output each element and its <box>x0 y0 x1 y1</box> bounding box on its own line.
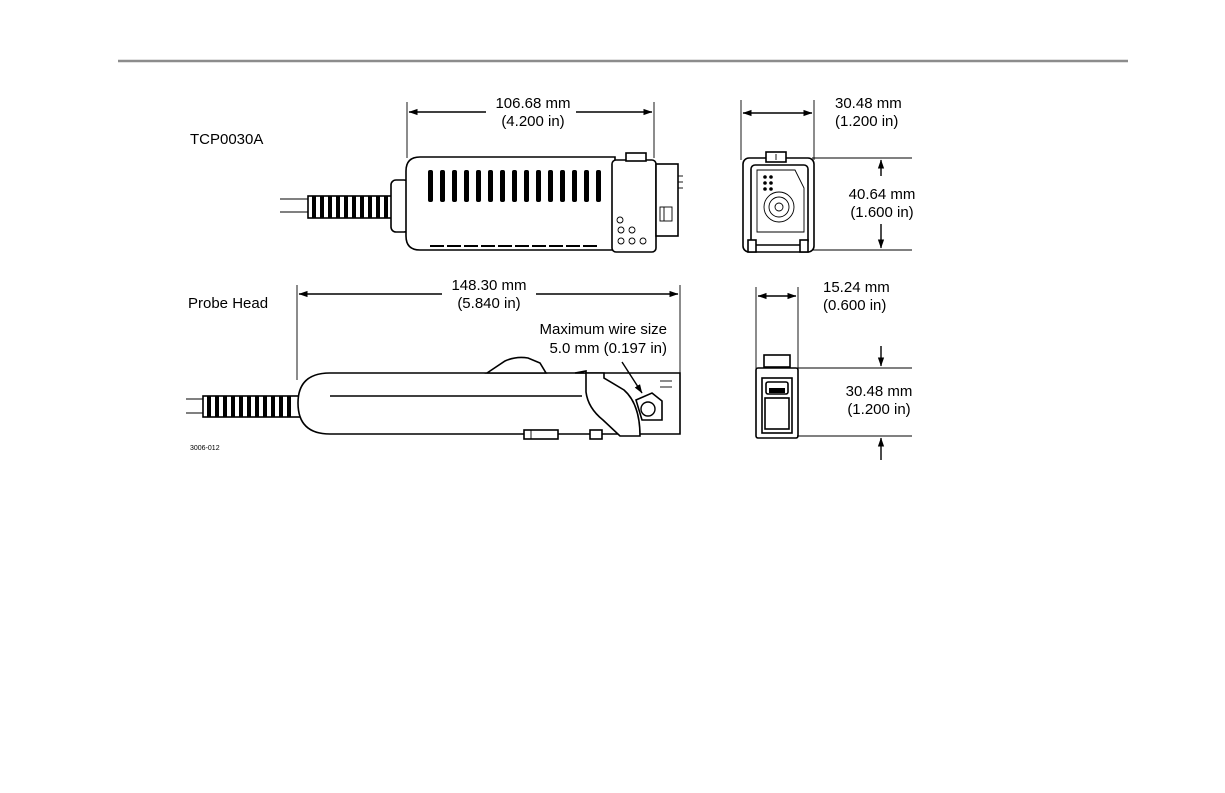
probe-head-side-view <box>186 357 680 439</box>
tcp-length-in: (4.200 in) <box>501 113 564 130</box>
tcp-model-label: TCP0030A <box>190 131 263 148</box>
tcp-width-dimension <box>741 100 814 160</box>
tcp-height-in: (1.600 in) <box>850 204 913 221</box>
max-wire-size-value: 5.0 mm (0.197 in) <box>549 340 667 357</box>
head-length-mm: 148.30 mm <box>451 277 526 294</box>
head-height-in: (1.200 in) <box>847 401 910 418</box>
probe-head-label: Probe Head <box>188 295 268 312</box>
head-length-in: (5.840 in) <box>457 295 520 312</box>
max-wire-label: Maximum wire size <box>539 321 667 338</box>
head-width-in: (0.600 in) <box>823 297 886 314</box>
tcp-height-mm: 40.64 mm <box>849 186 916 203</box>
head-height-mm: 30.48 mm <box>846 383 913 400</box>
tcp-side-view <box>280 153 683 252</box>
tcp-end-view <box>743 152 814 252</box>
tcp-width-mm: 30.48 mm <box>835 95 902 112</box>
tcp-width-in: (1.200 in) <box>835 113 898 130</box>
figure-id: 3006-012 <box>190 445 220 452</box>
head-width-mm: 15.24 mm <box>823 279 890 296</box>
grip-slots <box>428 170 601 202</box>
probe-head-end-view <box>756 355 798 438</box>
tcp-length-mm: 106.68 mm <box>495 95 570 112</box>
